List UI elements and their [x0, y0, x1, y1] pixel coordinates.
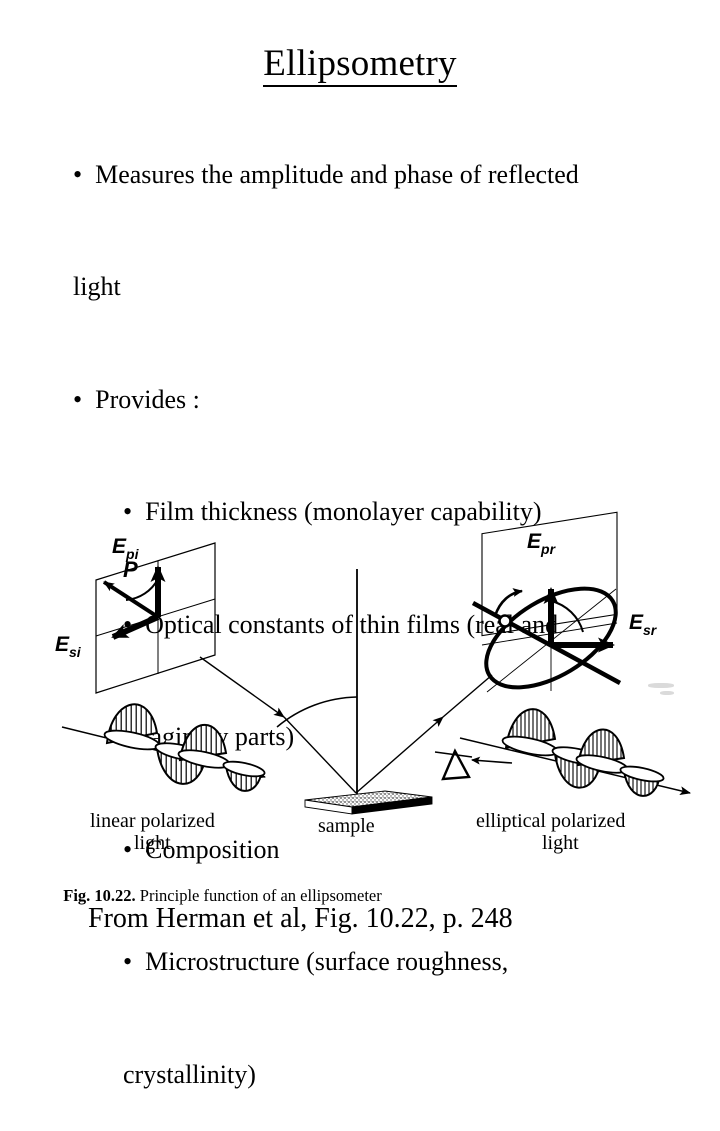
- bullet-text: Measures the amplitude and phase of refl…: [95, 159, 579, 189]
- e-si-label: Esi: [55, 633, 82, 660]
- linear-wave-label-line1: linear polarized: [90, 810, 215, 832]
- polarization-ellipse: [484, 586, 618, 690]
- beam-path-group: sample: [199, 569, 493, 837]
- bullet-marker: •: [123, 947, 146, 976]
- source-note: From Herman et al, Fig. 10.22, p. 248: [88, 903, 513, 934]
- bullet-marker: •: [123, 610, 145, 639]
- linear-polarized-wave-group: linear polarized light: [61, 703, 266, 854]
- sample-side-face: [351, 796, 433, 815]
- rotation-direction-arrow: [493, 588, 523, 617]
- delta-triangle-icon: [441, 748, 471, 781]
- e-sr-label: Esr: [629, 611, 658, 638]
- delta-shift-arrow: [471, 756, 513, 765]
- ellipse-marker-dot: [498, 614, 512, 628]
- delta-phase-annotation: [434, 748, 513, 781]
- reflected-ray-segment-2: [442, 674, 493, 718]
- incident-plane-parallelogram: [95, 542, 216, 694]
- bullet-item: • Provides :: [47, 343, 697, 456]
- bullet-marker: •: [123, 834, 146, 864]
- p-angle-label: P: [123, 557, 138, 582]
- ellipse-major-axis-line: [471, 601, 622, 685]
- incident-ray-segment-1: [199, 656, 285, 718]
- sample-label: sample: [318, 815, 375, 837]
- incident-plane-group: Epi Esi P: [55, 535, 216, 694]
- elliptical-polarized-wave-group: elliptical polarized light: [434, 708, 691, 854]
- linear-wave-disk-4: [222, 760, 266, 778]
- bullet-marker: •: [73, 159, 96, 189]
- bullet-text: crystallinity): [123, 1059, 256, 1089]
- bullet-text: Composition: [145, 834, 280, 864]
- page-title: Ellipsometry: [0, 42, 720, 87]
- polarizer-angle-arc: [125, 578, 159, 601]
- linear-wave-label-line2: light: [134, 832, 171, 854]
- elliptical-wave-disk-4: [619, 765, 665, 783]
- e-pi-label: Epi: [112, 535, 140, 562]
- elliptical-wave-label-line1: elliptical polarized: [476, 810, 625, 832]
- incident-ray-segment-2: [283, 716, 357, 794]
- bullet-text: Optical constants of thin films (real an…: [145, 609, 559, 639]
- ellipsometer-figure: Epi Esi P: [0, 505, 720, 895]
- bullet-text: Provides :: [95, 384, 200, 414]
- bullet-item-continuation: crystallinity): [97, 1018, 697, 1131]
- scan-artifact: [648, 683, 674, 688]
- reflected-angle-arc: [550, 600, 584, 633]
- bullet-item: • Optical constants of thin films (real …: [97, 568, 697, 681]
- bullet-item: • Measures the amplitude and phase of re…: [47, 118, 697, 231]
- bullet-text: Microstructure (surface roughness,: [145, 947, 509, 976]
- figure-caption-number: Fig. 10.22.: [63, 886, 136, 905]
- sample-slab: [304, 790, 433, 815]
- elliptical-wave-label-line2: light: [542, 832, 579, 854]
- figure-caption: Fig. 10.22. Principle function of an ell…: [55, 866, 382, 906]
- page-title-text: Ellipsometry: [263, 43, 457, 87]
- ellipsometer-diagram: Epi Esi P: [55, 511, 691, 854]
- e-si-vector-arrow: [111, 614, 160, 640]
- bullet-text: Film thickness (monolayer capability): [145, 497, 542, 526]
- scan-artifact: [660, 691, 674, 695]
- reflected-ray-segment-1: [355, 716, 444, 794]
- bullet-item-continuation: light: [47, 231, 697, 344]
- bullet-marker: •: [73, 384, 96, 414]
- bullet-item: • Film thickness (monolayer capability): [97, 456, 697, 569]
- bullet-item: • Composition: [97, 793, 697, 906]
- e-pr-label: Epr: [527, 530, 557, 557]
- reflected-plane-group: Epr Esr: [471, 511, 658, 693]
- angle-of-incidence-arc: [276, 696, 358, 728]
- figure-caption-text: Principle function of an ellipsometer: [135, 886, 382, 905]
- bullet-marker: •: [123, 497, 146, 526]
- bullet-text: light: [73, 272, 121, 301]
